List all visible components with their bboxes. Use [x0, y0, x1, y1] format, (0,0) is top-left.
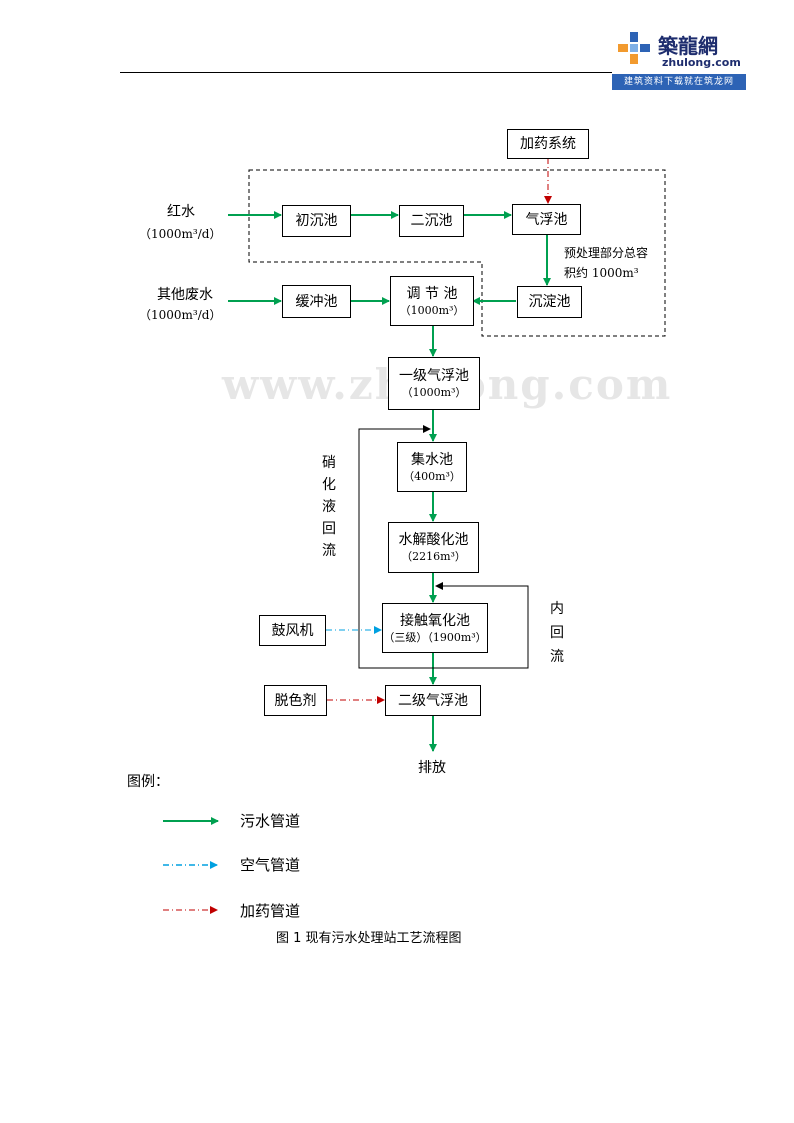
collection-tank-capacity: （400m³） — [403, 469, 461, 483]
logo-name: 築龍網 — [658, 34, 718, 58]
air-flotation-label: 气浮池 — [525, 211, 568, 228]
figure-caption: 图 1 现有污水处理站工艺流程图 — [276, 931, 462, 946]
second-flotation-box: 二级气浮池 — [385, 685, 481, 716]
primary-settling-label: 初沉池 — [295, 213, 338, 229]
equalization-box: 调 节 池 （1000m³） — [390, 276, 474, 326]
equalization-label: 调 节 池 — [406, 285, 458, 302]
nitrification-char: 化 — [322, 477, 336, 493]
contact-oxidation-box: 接触氧化池 （三级）（1900m³） — [382, 603, 488, 653]
internal-reflux-char: 内 — [550, 601, 564, 617]
second-flotation-label: 二级气浮池 — [398, 692, 468, 709]
other-waste-label: 其他废水 — [157, 287, 213, 303]
legend-sewage-label: 污水管道 — [240, 812, 301, 830]
first-flotation-box: 一级气浮池 （1000m³） — [388, 357, 480, 410]
sedimentation-box: 沉淀池 — [517, 286, 582, 318]
hydrolysis-tank-capacity: （2216m³） — [401, 550, 466, 563]
decolorant-box: 脱色剂 — [264, 685, 327, 716]
buffer-tank-label: 缓冲池 — [295, 293, 338, 310]
red-water-flow: （1000m³/d） — [139, 227, 222, 241]
nitrification-reflux-label: 硝 化 液 回 流 — [321, 452, 337, 562]
legend-dosing-label: 加药管道 — [240, 902, 301, 920]
logo-mark-icon — [612, 26, 746, 74]
internal-reflux-label: 内 回 流 — [549, 597, 565, 669]
pretreatment-note-line2: 积约 1000m³ — [564, 266, 639, 280]
other-waste-flow: （1000m³/d） — [139, 308, 222, 322]
equalization-capacity: （1000m³） — [399, 303, 465, 317]
nitrification-char: 硝 — [322, 455, 336, 471]
dosing-system-label: 加药系统 — [520, 136, 576, 152]
red-water-label: 红水 — [167, 204, 195, 220]
nitrification-reflux-loop — [358, 425, 433, 669]
discharge-label: 排放 — [418, 760, 446, 776]
blower-box: 鼓风机 — [259, 615, 326, 646]
dosing-system-box: 加药系统 — [507, 129, 589, 159]
hydrolysis-tank-box: 水解酸化池 （2216m³） — [388, 522, 479, 573]
primary-settling-box: 初沉池 — [282, 205, 351, 237]
header-rule — [120, 72, 616, 73]
nitrification-char: 回 — [322, 521, 336, 537]
internal-reflux-char: 流 — [550, 649, 564, 665]
secondary-settling-box: 二沉池 — [399, 205, 464, 237]
internal-reflux-loop — [433, 582, 529, 669]
hydrolysis-tank-label: 水解酸化池 — [398, 532, 469, 548]
legend-title: 图例： — [127, 774, 169, 790]
first-flotation-label: 一级气浮池 — [399, 368, 469, 384]
collection-tank-label: 集水池 — [411, 451, 453, 468]
buffer-tank-box: 缓冲池 — [282, 285, 351, 318]
blower-label: 鼓风机 — [271, 622, 314, 639]
zhulong-logo: 築龍網 zhulong.com 建筑资料下载就在筑龙网 — [612, 26, 746, 92]
air-flotation-box: 气浮池 — [512, 204, 581, 235]
contact-oxidation-label: 接触氧化池 — [400, 612, 470, 629]
internal-reflux-char: 回 — [550, 625, 564, 641]
logo-site: zhulong.com — [662, 56, 741, 69]
secondary-settling-label: 二沉池 — [410, 213, 453, 229]
sedimentation-label: 沉淀池 — [528, 294, 571, 310]
decolorant-label: 脱色剂 — [274, 692, 317, 709]
nitrification-char: 流 — [322, 543, 336, 559]
nitrification-char: 液 — [322, 499, 336, 515]
contact-oxidation-capacity: （三级）（1900m³） — [383, 630, 487, 644]
logo-slogan: 建筑资料下载就在筑龙网 — [612, 74, 746, 90]
pretreatment-note-line1: 预处理部分总容 — [564, 246, 649, 260]
collection-tank-box: 集水池 （400m³） — [397, 442, 467, 492]
legend-air-label: 空气管道 — [240, 856, 301, 874]
pretreatment-boundary — [248, 169, 666, 337]
first-flotation-capacity: （1000m³） — [401, 386, 467, 399]
